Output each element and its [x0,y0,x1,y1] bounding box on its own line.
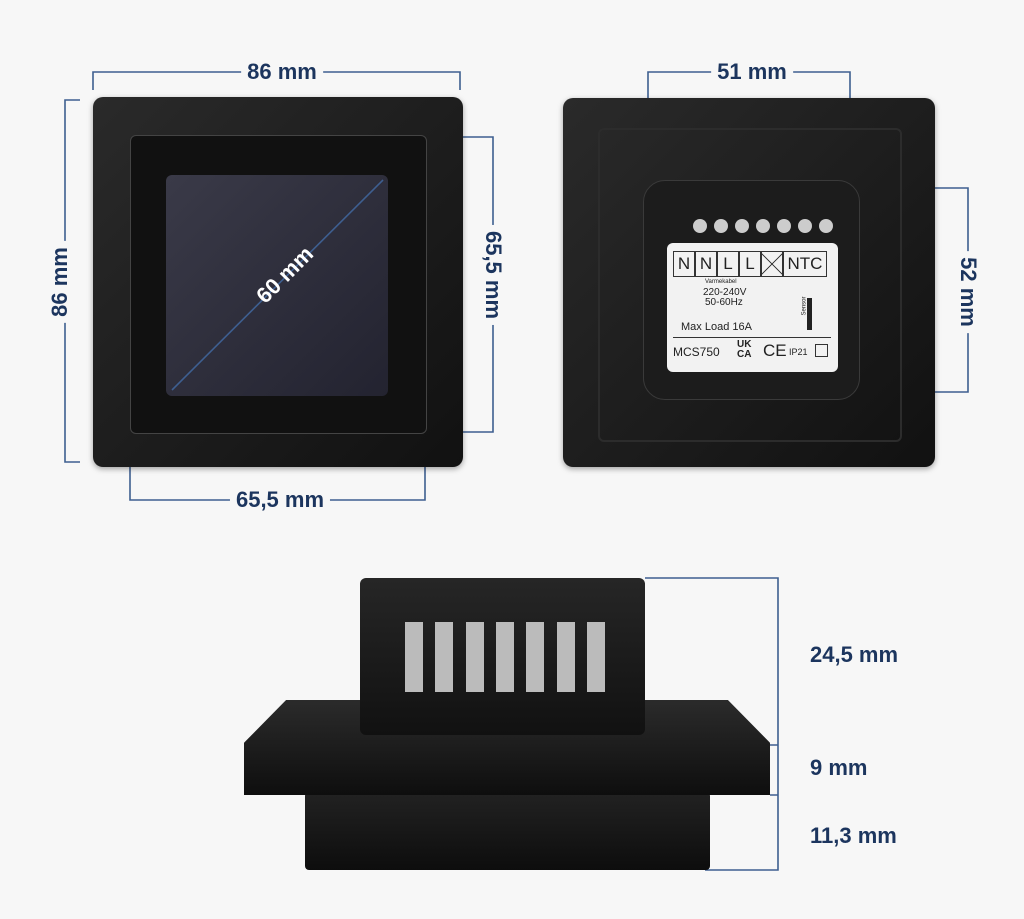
max-load-text: Max Load 16A [681,321,752,333]
frame-width-label: 65,5 mm [229,487,331,513]
model-number: MCS750 [673,345,720,359]
front-width-label: 86 mm [241,59,323,85]
front-height-label: 86 mm [47,241,73,323]
terminal-l1: L [717,251,739,277]
ce-mark: CE [763,341,787,360]
side-base [305,792,710,870]
terminal-ntc: NTC [783,251,827,277]
label-divider [673,337,831,338]
terminal-l2: L [739,251,761,277]
terminal-n1: N [673,251,695,277]
ip-rating: IP21 [789,347,808,357]
module-width-label: 51 mm [711,59,793,85]
module-depth-label: 24,5 mm [810,642,899,667]
supply-frequency: 50-60Hz [705,297,743,308]
ukca-mark: UK CA [737,339,752,360]
plate-depth-label: 9 mm [810,755,868,780]
sensor-bar [807,298,812,330]
terminal-screws [693,219,833,235]
frame-height-label: 65,5 mm [480,224,506,326]
module-height-label: 52 mm [955,251,981,333]
terminal-n2: N [695,251,717,277]
wiring-label: N N L L NTC Varmekabel 220-240V 50-60Hz … [667,243,838,372]
terminal-block [405,622,605,692]
heater-caption: Varmekabel [705,279,737,285]
terminal-empty [761,251,783,277]
double-insulation-icon [815,344,828,357]
supply-voltage: 220-240V [703,287,747,298]
base-depth-label: 11,3 mm [810,823,897,848]
side-depth-line [645,577,779,871]
mounting-frame [598,128,902,442]
